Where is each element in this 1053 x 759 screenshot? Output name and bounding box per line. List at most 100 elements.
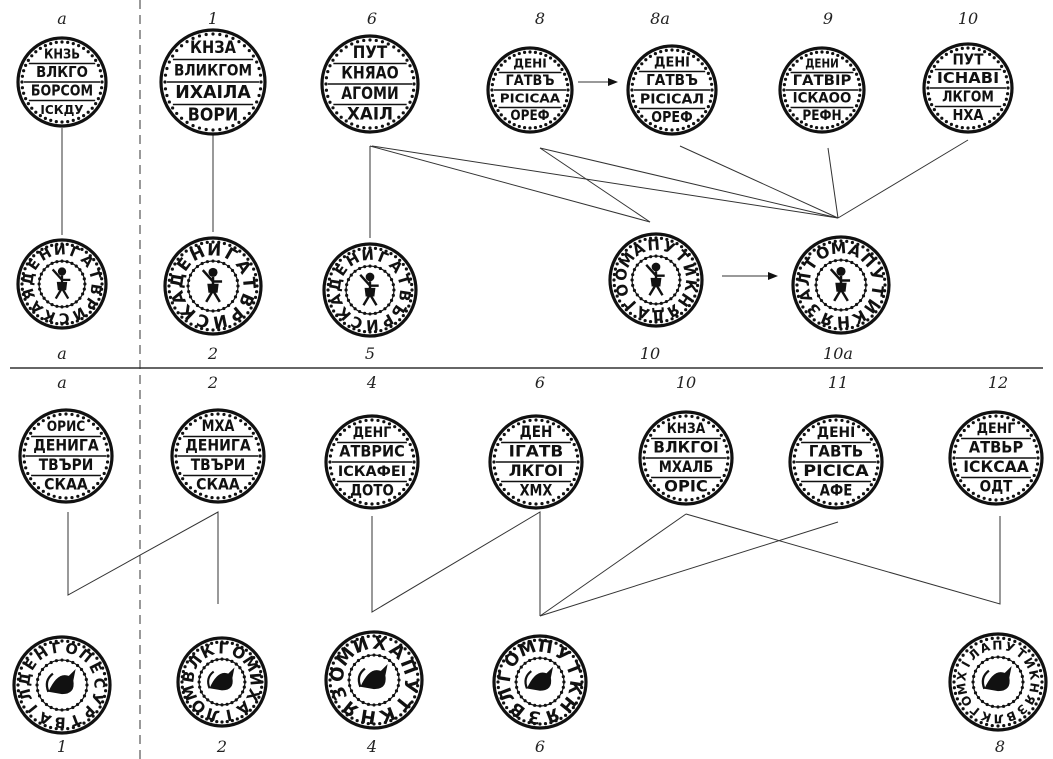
top-reverse-legend-letter: Т (85, 267, 103, 281)
top-obverse-coin-line: ДЕНИ (805, 57, 839, 71)
bottom-obverse-coin-line: КНЗА (667, 421, 706, 437)
bottom-obverse-coin-line: ХМХ (520, 482, 553, 500)
bottom-obverse-label: 10 (676, 373, 696, 392)
bottom-reverse-label: 1 (57, 737, 67, 756)
bottom-obverse-coin-line: МХА (202, 417, 235, 435)
top-obverse-coin-line: ВЛИКГОМ (174, 61, 252, 80)
top-reverse-legend-letter: И (207, 239, 222, 260)
top-reverse-legend-letter: Д (166, 271, 188, 289)
top-obverse-coin-line: НХА (952, 107, 984, 124)
bottom-reverse-legend-letter: Н (359, 704, 377, 727)
top-obverse-coin-line: ІСКАОО (793, 91, 852, 107)
top-obverse-label: 10 (958, 9, 978, 28)
bottom-reverse-legend-letter: О (326, 665, 349, 683)
bottom-reverse-legend-letter: П (396, 656, 421, 678)
bottom-obverse-coin-line: СКАА (44, 476, 88, 494)
bottom-obverse-coin-line: ВЛКГОІ (653, 439, 719, 457)
top-reverse-legend-letter: Д (326, 277, 346, 293)
bottom-reverse-legend-letter: С (90, 677, 107, 688)
top-obverse-coin-line: ВОРИ (188, 105, 238, 126)
bottom-die-links (67, 511, 1001, 617)
bottom-reverse-legend-letter: В (179, 670, 199, 684)
top-reverse-legend-letter: У (866, 266, 887, 283)
top-obverse-coin-line: ПУТ (353, 43, 388, 62)
top-obverse-coin-line: ВЛКГО (36, 64, 88, 81)
top-obverse-coin-line: КНЗА (190, 38, 236, 57)
bottom-obverse-coin-line: ТВЪРИ (191, 456, 246, 474)
bottom-reverse-legend-letter: У (87, 690, 106, 706)
top-reverse-legend-letter: К (681, 278, 701, 293)
bottom-reverse-legend-letter: У (1003, 639, 1016, 655)
bottom-reverse-legend-letter: О (63, 640, 79, 659)
top-reverse-label: 5 (365, 344, 375, 363)
top-reverse-legend-letter: Т (867, 284, 886, 298)
top-obverse-coin-line: ЛКГОМ (942, 88, 994, 105)
bottom-obverse-label: 4 (366, 373, 377, 392)
bottom-reverse-legend-letter: З (527, 706, 542, 728)
bottom-obverse-label: 6 (535, 373, 545, 392)
top-obverse-label: 8a (650, 9, 670, 28)
top-reverse-legend-letter: Т (239, 276, 260, 290)
top-obverse-coin-line: АГОМИ (341, 84, 398, 103)
bottom-obverse-coin-line: ДЕН (520, 423, 553, 441)
top-obverse-coin-line: КНЗЬ (44, 47, 80, 62)
bottom-reverse-legend-letter: Л (993, 711, 1003, 725)
bottom-reverse-legend-letter: Г (50, 640, 62, 657)
bottom-obverse-coin-line: ГАВТЬ (809, 443, 864, 461)
top-obverse-label: 8 (535, 9, 545, 28)
top-reverse-legend-letter: И (361, 246, 375, 265)
top-obverse-coin-line: РІСІСАЛ (640, 92, 704, 107)
bottom-obverse-coin-line: ДЕНІ (817, 425, 856, 441)
top-reverse-legend-letter: И (366, 315, 380, 334)
bottom-reverse-legend-letter: К (1026, 669, 1042, 681)
top-obverse-label: 1 (208, 9, 218, 28)
bottom-reverse-legend-letter: І (224, 705, 233, 724)
top-reverse-legend-letter: А (326, 292, 347, 309)
top-obverse-coin-line: ОРЕФ (651, 109, 692, 126)
arrow-8-to-8a (578, 78, 618, 86)
bottom-obverse-coin-line: ОРІС (664, 478, 708, 496)
bottom-obverse-coin-line: ЛКГОІ (509, 462, 564, 480)
top-obverse-coin-line: КНЯАО (341, 63, 398, 82)
top-reverse-legend-letter: Д (651, 305, 665, 324)
bottom-obverse-coin-line: ДЕНГ (977, 421, 1016, 437)
bottom-reverse-label: 4 (366, 737, 377, 756)
top-reverse-legend-letter: С (58, 309, 70, 326)
bottom-reverse-legend-letter: И (246, 672, 265, 686)
top-reverse-legend-letter: В (86, 283, 104, 296)
top-obverse-coin-line: ГАТВІР (793, 73, 852, 89)
bottom-reverse-legend-letter: П (537, 636, 554, 658)
bottom-reverse-legend-letter: Х (371, 633, 388, 656)
bottom-obverse-coin-line: ІГАТВ (509, 443, 564, 461)
top-reverse-legend-letter: Д (20, 271, 38, 286)
bottom-obverse-coin-line: АТВРИС (339, 443, 405, 461)
bottom-reverse-legend-letter: Г (218, 639, 229, 657)
bottom-obverse-coin-line: ІСКСАА (963, 458, 1029, 476)
bottom-obverse-coin-line: АФЕ (820, 482, 853, 500)
bottom-obverse-coin-line: РІСІСА (803, 462, 869, 480)
bottom-reverse-legend-letter: Л (496, 684, 520, 705)
top-reverse-legend-letter: В (395, 288, 415, 302)
bottom-obverse-coin-line: ДОТО (350, 482, 394, 500)
top-reverse-label: 2 (207, 344, 218, 363)
top-obverse-coin-line: РІСІСАА (500, 91, 561, 106)
top-reverse-legend-letter: Н (836, 312, 850, 331)
bottom-obverse-coin-line: ТВЪРИ (39, 456, 94, 474)
bottom-obverse-label: 11 (828, 373, 848, 392)
bottom-reverse-legend-letter: Д (17, 672, 35, 687)
bottom-reverse-legend-letter: М (179, 683, 201, 703)
